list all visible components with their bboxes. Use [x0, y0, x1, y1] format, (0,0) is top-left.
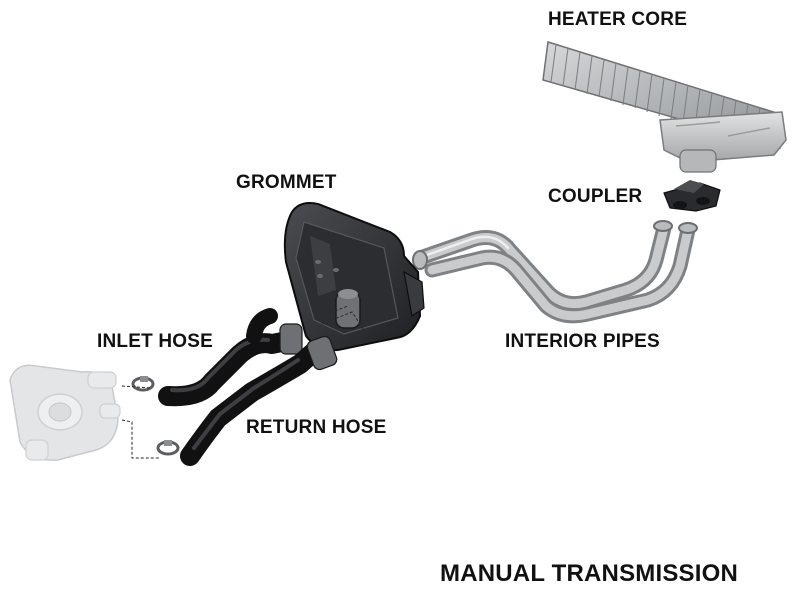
- hose-clamp-upper: [131, 376, 155, 392]
- heater-core: [542, 41, 787, 173]
- grommet-label: GROMMET: [236, 172, 337, 193]
- thermostat-housing-ghost: [9, 364, 121, 461]
- return-hose-label: RETURN HOSE: [246, 417, 387, 438]
- interior-pipes: [412, 220, 698, 324]
- return-hose: [180, 335, 338, 466]
- inlet-hose-label: INLET HOSE: [97, 331, 214, 352]
- heater-core-label: HEATER CORE: [548, 9, 688, 30]
- connection-leader-lines: [315, 305, 365, 331]
- coupler: [663, 180, 721, 212]
- pump-connector-lines: [121, 385, 160, 459]
- interior-pipes-label: INTERIOR PIPES: [505, 331, 660, 352]
- inlet-hose: [158, 308, 303, 407]
- hose-clamp-lower: [156, 440, 180, 456]
- transmission-title: MANUAL TRANSMISSION: [440, 560, 739, 587]
- coupler-label: COUPLER: [548, 186, 643, 207]
- grommet: [283, 202, 425, 352]
